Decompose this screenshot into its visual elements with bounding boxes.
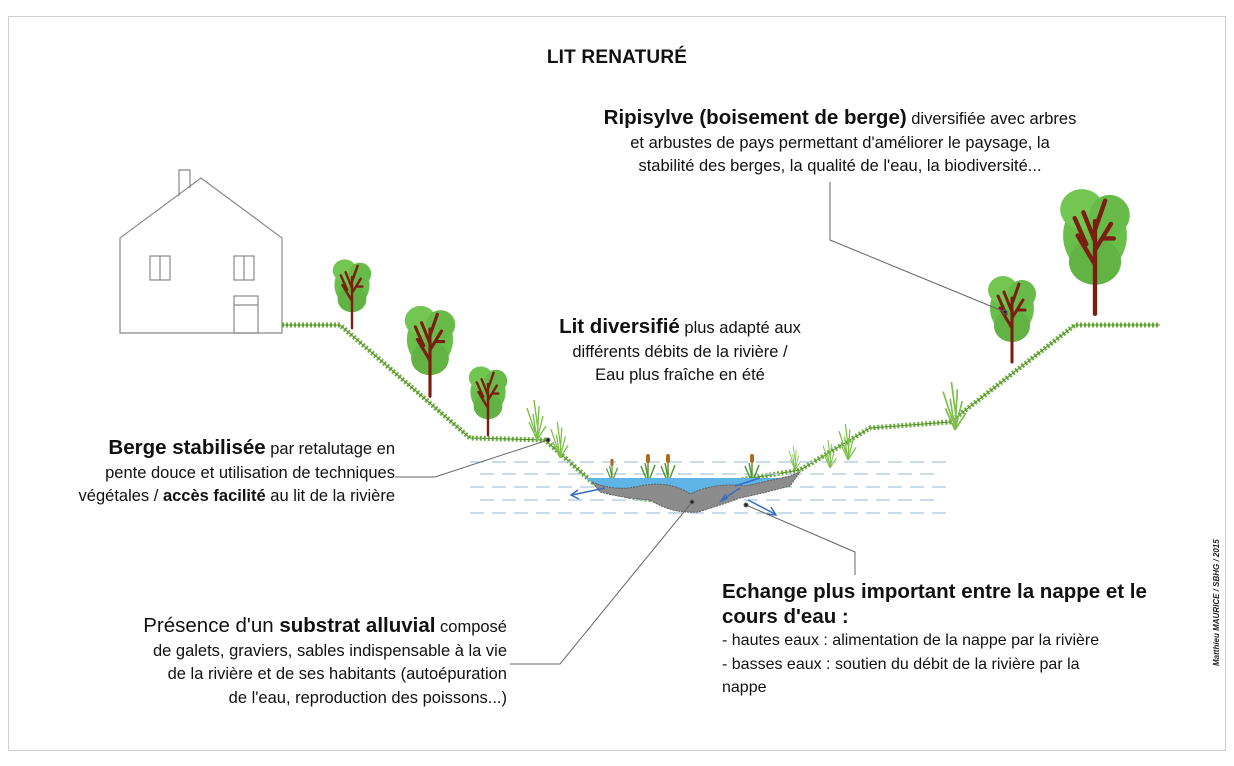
tree-icon xyxy=(331,258,373,330)
berge-text-2: pente douce et utilisation de techniques xyxy=(105,463,395,482)
house-drawing xyxy=(119,169,283,334)
gravel-substrate xyxy=(591,470,802,513)
reed-plants xyxy=(526,381,967,479)
tree-icon xyxy=(1060,189,1130,314)
lit-text-2: différents débits de la rivière / xyxy=(572,342,788,361)
echange-item-1: - hautes eaux : alimentation de la nappe… xyxy=(722,632,1100,649)
lit-text-3: Eau plus fraîche en été xyxy=(595,366,765,384)
substrat-text-post: composé xyxy=(435,618,507,636)
ripisylve-heading: Ripisylve (boisement de berge) xyxy=(603,106,907,129)
echange-annotation: Echange plus important entre la nappe et… xyxy=(722,579,1192,700)
berge-annotation: Berge stabilisée par retalutage en pente… xyxy=(60,436,395,509)
author-credit: Matthieu MAURICE / SBHG / 2015 xyxy=(1212,539,1221,666)
water-table-lines xyxy=(470,461,950,514)
ripisylve-text-1: diversifiée avec arbres xyxy=(906,110,1077,128)
tree-icon xyxy=(403,304,457,398)
echange-heading-2: cours d'eau : xyxy=(722,605,849,628)
echange-heading-1: Echange plus important entre la nappe et… xyxy=(722,580,1147,603)
lit-text-1: plus adapté aux xyxy=(679,319,801,337)
berge-text-3-bold: accès facilité xyxy=(162,487,266,505)
berge-text-1: par retalutage en xyxy=(265,440,395,458)
berge-text-3b: au lit de la rivière xyxy=(265,487,395,505)
ripisylve-text-2: et arbustes de pays permettant d'amélior… xyxy=(630,133,1050,152)
diagram-title: LIT RENATURÉ xyxy=(546,47,688,68)
substrat-annotation: Présence d'un substrat alluvial composé … xyxy=(95,614,507,710)
leader-lines xyxy=(395,182,1008,665)
lit-annotation: Lit diversifié plus adapté aux différent… xyxy=(520,315,840,388)
lit-heading: Lit diversifié xyxy=(559,315,680,338)
exchange-arrows xyxy=(569,477,778,516)
substrat-text-pre: Présence d'un xyxy=(143,614,280,637)
substrat-heading: substrat alluvial xyxy=(279,614,436,637)
substrat-text-4: de l'eau, reproduction des poissons...) xyxy=(228,688,507,707)
ripisylve-text-3: stabilité des berges, la qualité de l'ea… xyxy=(638,157,1042,175)
substrat-text-3: de la rivière et de ses habitants (autoé… xyxy=(167,665,507,683)
berge-text-3a: végétales / xyxy=(78,487,163,505)
berge-heading: Berge stabilisée xyxy=(108,436,266,459)
tree-icon xyxy=(467,365,509,437)
echange-item-2b: nappe xyxy=(722,679,767,696)
diagram-frame xyxy=(8,16,1226,751)
echange-item-2: - basses eaux : soutien du débit de la r… xyxy=(722,655,1080,673)
substrat-text-2: de galets, graviers, sables indispensabl… xyxy=(152,641,507,660)
tree-icon xyxy=(986,274,1038,364)
ripisylve-annotation: Ripisylve (boisement de berge) diversifi… xyxy=(560,106,1120,179)
